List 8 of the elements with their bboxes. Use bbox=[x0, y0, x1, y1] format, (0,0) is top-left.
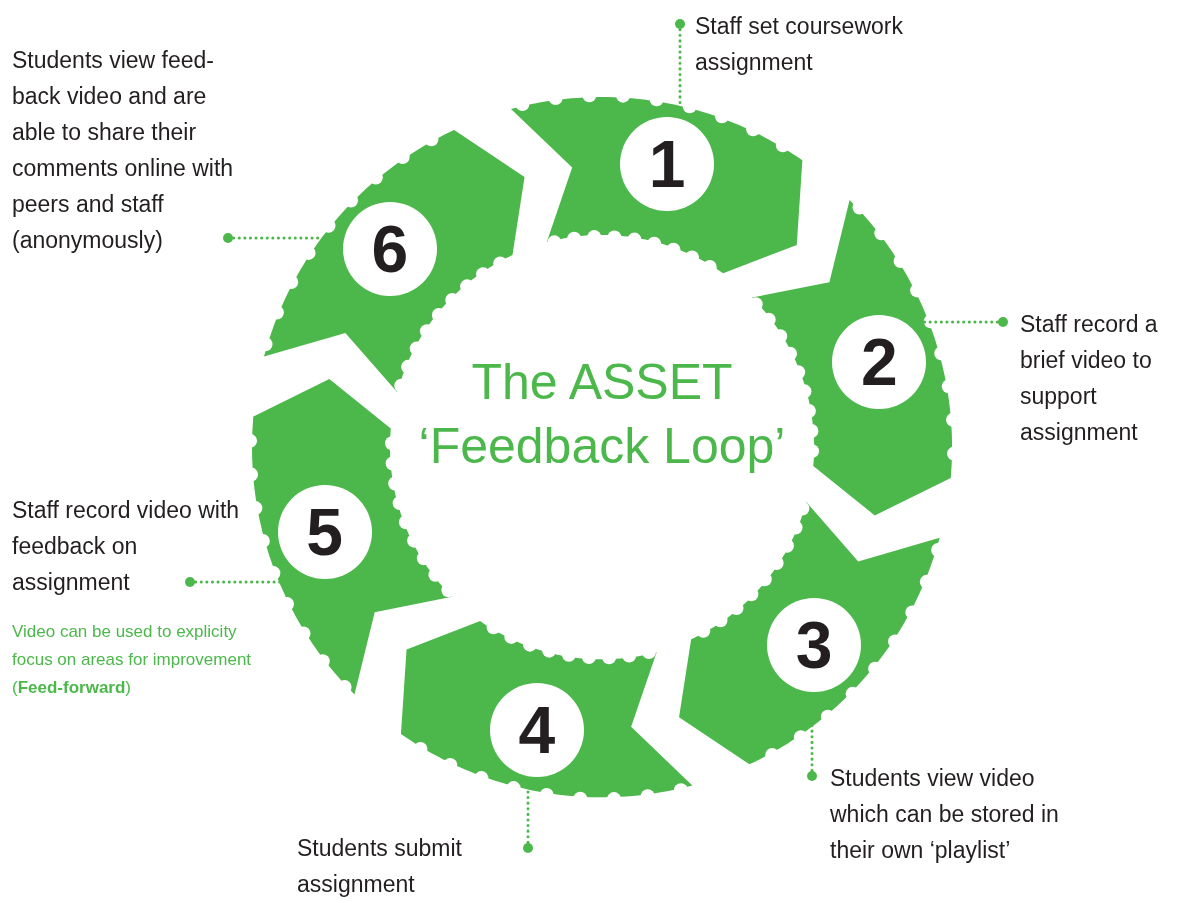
step-description: Staff set coursework assignment bbox=[695, 8, 975, 80]
step-description: Staff record video with feedback on assignment bbox=[12, 492, 252, 600]
step-description: Students view video which can be stored in their own ‘playlist’ bbox=[830, 760, 1092, 868]
step-description: Students submit assignment bbox=[297, 830, 517, 900]
diagram-title: The ASSET ‘Feedback Loop’ bbox=[417, 353, 787, 476]
step-description: Students view feed-back video and are able to share their comments online with peers and staff (anonymously) bbox=[12, 42, 240, 258]
note-text: Video can be used to explicity focus on areas for improvement (Feed-forward) bbox=[12, 621, 252, 699]
step-description: Staff record a brief video to support assignment bbox=[1020, 306, 1170, 450]
